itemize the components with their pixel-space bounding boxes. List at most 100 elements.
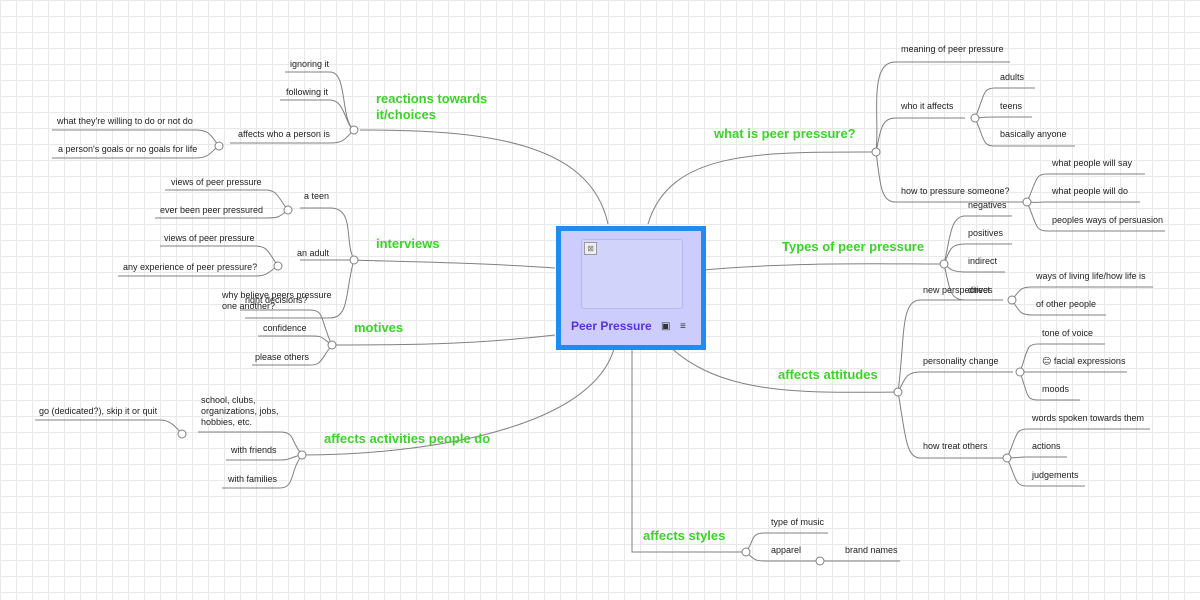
branch-types[interactable]: Types of peer pressure	[782, 239, 925, 254]
connector	[974, 117, 1075, 147]
node-go[interactable]: go (dedicated?), skip it or quit	[39, 406, 158, 416]
node-negatives[interactable]: negatives	[968, 200, 1007, 210]
node-ways-living[interactable]: ways of living life/how life is	[1036, 271, 1146, 281]
node-right-decisions[interactable]: right decisions?	[245, 295, 308, 305]
connector	[331, 334, 556, 346]
node-words[interactable]: words spoken towards them	[1032, 413, 1145, 423]
connector	[1026, 201, 1165, 232]
branch-reactions[interactable]: reactions towards it/choices	[376, 91, 488, 122]
node-how-pressure[interactable]: how to pressure someone?	[901, 186, 1010, 196]
node-say[interactable]: what people will say	[1052, 158, 1133, 168]
expressionless-face-icon: 😑	[1042, 356, 1052, 366]
node-affects-who[interactable]: affects who a person is	[238, 129, 330, 139]
node-persuasion[interactable]: peoples ways of persuasion	[1052, 215, 1164, 225]
connector	[1019, 371, 1080, 401]
node-confidence[interactable]: confidence	[263, 323, 307, 333]
node-friends[interactable]: with friends	[231, 445, 277, 455]
connector	[1026, 173, 1145, 203]
connector	[280, 99, 355, 131]
node-judgements[interactable]: judgements	[1032, 470, 1079, 480]
connector	[875, 151, 1027, 203]
branch-activities[interactable]: affects activities people do	[324, 431, 491, 446]
connector	[647, 151, 877, 225]
node-adult[interactable]: an adult	[297, 248, 330, 258]
node-teens[interactable]: teens	[1000, 101, 1023, 111]
collapse-node[interactable]	[871, 147, 881, 157]
node-please[interactable]: please others	[255, 352, 310, 362]
node-teen-views[interactable]: views of peer pressure	[171, 177, 262, 187]
collapse-node[interactable]	[283, 205, 293, 215]
collapse-node[interactable]	[349, 255, 359, 265]
node-indirect[interactable]: indirect	[968, 256, 998, 266]
node-who-affects[interactable]: who it affects	[901, 101, 954, 111]
notes-icon[interactable]: ≡	[680, 321, 686, 332]
collapse-node[interactable]	[1002, 453, 1012, 463]
node-willing[interactable]: what they're willing to do or not do	[57, 116, 193, 126]
collapse-node[interactable]	[741, 547, 751, 557]
connector	[359, 129, 609, 225]
node-other-people[interactable]: of other people	[1036, 299, 1097, 309]
node-actions[interactable]: actions	[1032, 441, 1061, 451]
node-goals[interactable]: a person's goals or no goals for life	[58, 144, 198, 154]
node-music[interactable]: type of music	[771, 517, 825, 527]
node-anyone[interactable]: basically anyone	[1000, 129, 1067, 139]
collapse-node[interactable]	[1015, 367, 1025, 377]
connector	[1006, 428, 1150, 459]
node-meaning[interactable]: meaning of peer pressure	[901, 44, 1004, 54]
node-teen[interactable]: a teen	[304, 191, 330, 201]
node-direct[interactable]: direct	[968, 285, 991, 295]
central-title: Peer Pressure	[571, 319, 652, 333]
node-teen-ever[interactable]: ever been peer pressured	[160, 205, 264, 215]
collapse-node[interactable]	[273, 261, 283, 271]
image-icon[interactable]: ▣	[661, 321, 671, 332]
node-adult-any[interactable]: any experience of peer pressure?	[123, 262, 258, 272]
node-adult-views[interactable]: views of peer pressure	[164, 233, 255, 243]
node-moods[interactable]: moods	[1042, 384, 1070, 394]
collapse-node[interactable]	[297, 450, 307, 460]
collapse-node[interactable]	[1022, 197, 1032, 207]
connector	[245, 259, 355, 319]
node-apparel[interactable]: apparel	[771, 545, 802, 555]
connector	[1019, 343, 1105, 373]
branch-styles[interactable]: affects styles	[643, 528, 726, 543]
node-tone[interactable]: tone of voice	[1042, 328, 1094, 338]
node-positives[interactable]: positives	[968, 228, 1004, 238]
collapse-node[interactable]	[970, 113, 980, 123]
node-new-perspectives[interactable]: new perspectives	[923, 285, 993, 295]
broken-image-icon: ⊠	[584, 242, 597, 255]
connector	[301, 344, 616, 456]
collapse-node[interactable]	[893, 387, 903, 397]
connector	[875, 61, 1010, 153]
connector	[667, 344, 899, 393]
connector	[35, 419, 183, 435]
collapse-node[interactable]	[349, 125, 359, 135]
node-personality[interactable]: personality change	[923, 356, 999, 366]
central-topic[interactable]: ⊠ Peer Pressure ▣ ≡	[556, 226, 706, 350]
collapse-node[interactable]	[214, 141, 224, 151]
collapse-node[interactable]	[939, 259, 949, 269]
collapse-node[interactable]	[1007, 295, 1017, 305]
connector	[300, 207, 355, 261]
branch-interviews[interactable]: interviews	[376, 236, 440, 251]
collapse-node[interactable]	[327, 340, 337, 350]
node-do[interactable]: what people will do	[1052, 186, 1129, 196]
node-following[interactable]: following it	[286, 87, 329, 97]
node-families[interactable]: with families	[228, 474, 278, 484]
node-treat[interactable]: how treat others	[923, 441, 988, 451]
connector	[897, 371, 1013, 393]
node-facial[interactable]: 😑 facial expressions	[1042, 356, 1125, 367]
node-adults[interactable]: adults	[1000, 72, 1025, 82]
node-ignoring[interactable]: ignoring it	[290, 59, 330, 69]
branch-attitudes[interactable]: affects attitudes	[778, 367, 878, 382]
collapse-node[interactable]	[815, 556, 825, 566]
branch-motives[interactable]: motives	[354, 320, 404, 335]
node-why-believe[interactable]: why believe peers pressure one another?	[222, 290, 332, 311]
node-brand[interactable]: brand names	[845, 545, 898, 555]
node-facial-label: facial expressions	[1053, 356, 1126, 366]
branch-what-is[interactable]: what is peer pressure?	[714, 126, 856, 141]
connector	[897, 391, 1005, 459]
connector	[1006, 457, 1085, 487]
collapse-node[interactable]	[177, 429, 187, 439]
node-school[interactable]: school, clubs, organizations, jobs, hobb…	[201, 395, 279, 427]
